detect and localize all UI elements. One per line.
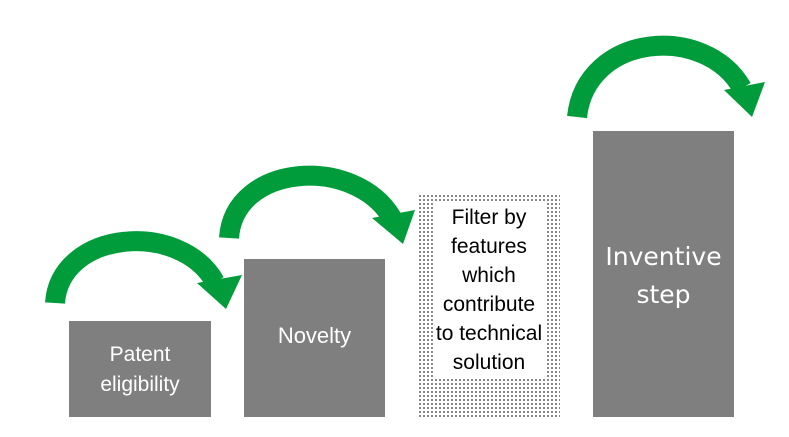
step-inventive-step: Inventive step	[593, 131, 734, 417]
curved-arrow-1	[45, 231, 242, 309]
step-label-novelty: Novelty	[277, 323, 352, 348]
filter-step-label: Filter by features which contribute to t…	[433, 203, 545, 377]
step-label-patent-eligibility: Patent eligibility	[100, 343, 180, 396]
step-novelty: Novelty	[244, 259, 385, 417]
step-patent-eligibility: Patent eligibility	[69, 321, 211, 417]
step-label-inventive-step: Inventive step	[605, 242, 722, 309]
curved-arrow-2	[219, 165, 415, 244]
filter-step-dotted-box: Filter by features which contribute to t…	[418, 194, 560, 417]
curved-arrow-3	[567, 35, 765, 119]
